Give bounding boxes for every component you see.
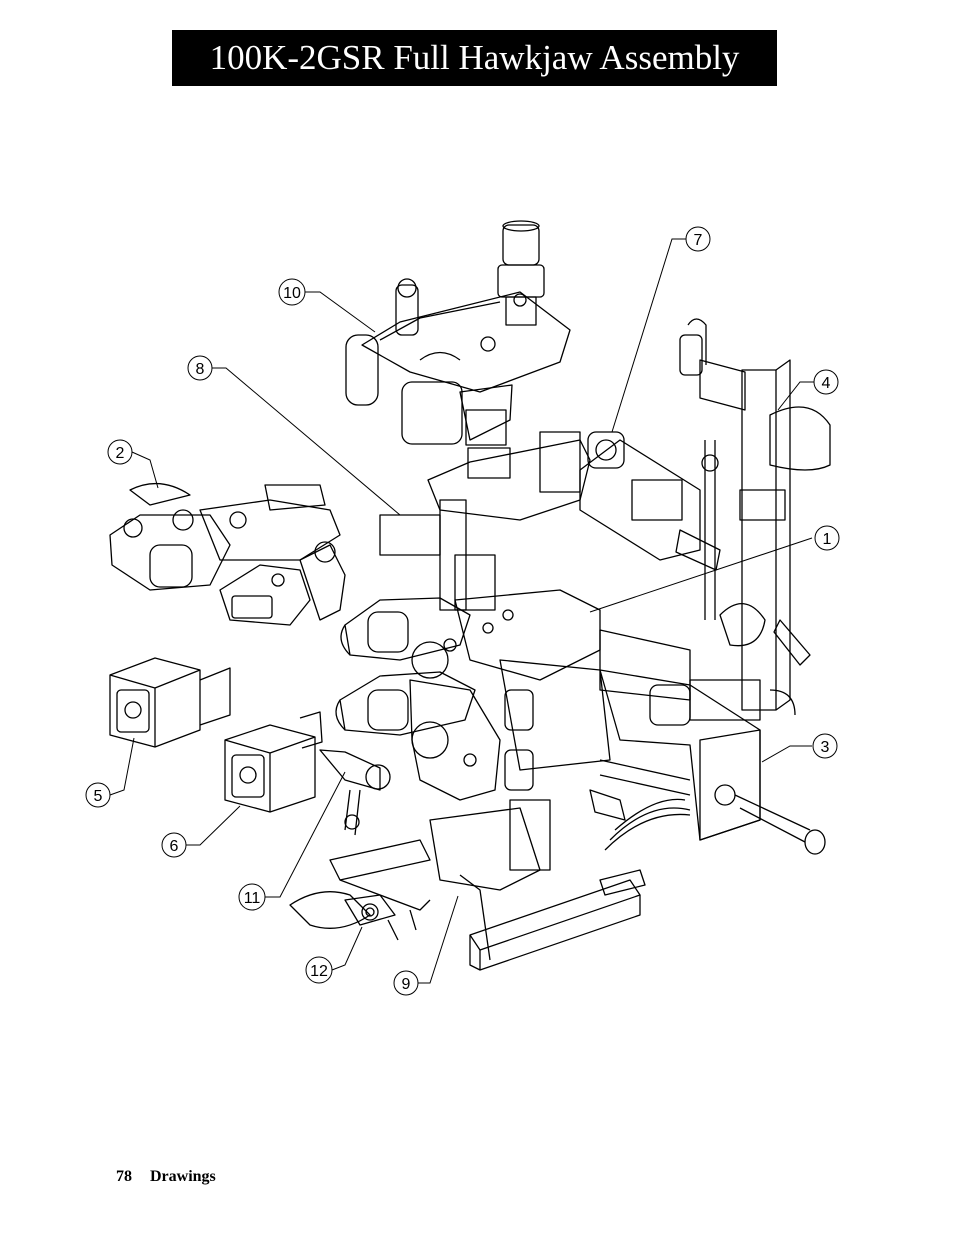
svg-text:3: 3 — [821, 739, 830, 756]
callout-5: 5 — [85, 737, 135, 808]
control-box-b — [224, 711, 323, 813]
svg-text:12: 12 — [310, 963, 328, 980]
svg-text:4: 4 — [822, 375, 831, 392]
vertical-mast — [679, 318, 831, 721]
svg-text:5: 5 — [94, 788, 103, 805]
callout-1: 1 — [589, 525, 840, 613]
svg-text:9: 9 — [402, 976, 411, 993]
linkage-arm — [319, 749, 391, 836]
svg-text:6: 6 — [170, 838, 179, 855]
svg-text:2: 2 — [116, 445, 125, 462]
callout-2: 2 — [107, 439, 159, 489]
section-name: Drawings — [150, 1168, 216, 1185]
callout-4: 4 — [777, 369, 839, 411]
gripper-jaw-assembly — [335, 589, 691, 801]
exploded-jaw-assembly — [109, 482, 346, 626]
base-frame — [289, 799, 646, 971]
small-bracket — [344, 894, 396, 926]
svg-text:7: 7 — [694, 232, 703, 249]
motor-assembly — [579, 431, 721, 571]
callout-3: 3 — [761, 733, 838, 763]
callout-10: 10 — [278, 278, 376, 333]
callout-6: 6 — [161, 805, 241, 858]
svg-text:11: 11 — [244, 890, 261, 907]
center-column — [379, 431, 591, 611]
svg-text:10: 10 — [283, 285, 301, 302]
control-box-a — [109, 657, 231, 748]
callout-12: 12 — [305, 926, 363, 984]
callout-8: 8 — [187, 355, 401, 516]
page-footer: 78 Drawings — [116, 1168, 216, 1186]
page-number: 78 — [116, 1168, 132, 1185]
svg-text:8: 8 — [196, 361, 205, 378]
valve-body-assembly — [589, 669, 826, 855]
callout-7: 7 — [611, 226, 711, 433]
svg-text:1: 1 — [823, 531, 832, 548]
callout-9: 9 — [393, 895, 459, 996]
top-jaw-assembly — [345, 220, 571, 446]
callout-11: 11 — [238, 771, 346, 911]
page-title: 100K-2GSR Full Hawkjaw Assembly — [172, 30, 777, 86]
